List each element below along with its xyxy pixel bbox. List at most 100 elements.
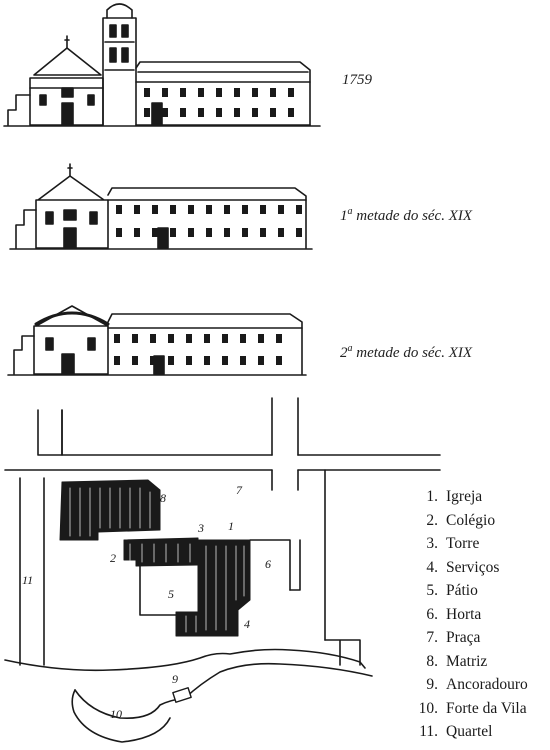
facade-window <box>278 228 284 237</box>
facade-window <box>134 228 140 237</box>
legend-item: 4. Serviços <box>410 556 528 580</box>
facade-window <box>206 228 212 237</box>
facade-window <box>278 205 284 214</box>
facade-window <box>260 228 266 237</box>
plan-label-7: 7 <box>236 483 243 497</box>
facade-window <box>152 205 158 214</box>
legend-item: 8. Matriz <box>410 650 528 674</box>
elevation-second-half-19th <box>7 305 307 376</box>
legend-label: Matriz <box>446 652 488 670</box>
caption-text: metade do séc. XIX <box>356 345 473 361</box>
legend-label: Igreja <box>446 488 483 505</box>
facade-window <box>132 356 138 365</box>
facade-window <box>240 334 246 343</box>
facade-window <box>180 108 186 117</box>
legend-item: 11.Quartel <box>410 720 528 744</box>
facade-window <box>242 205 248 214</box>
facade-window <box>276 334 282 343</box>
legend-number: 7. <box>426 629 438 646</box>
legend-label: Pátio <box>446 582 478 599</box>
facade-window <box>216 108 222 117</box>
facade-window <box>152 228 158 237</box>
facade-window <box>168 356 174 365</box>
caption-text: 1759 <box>342 72 372 88</box>
colegio-block <box>123 537 199 567</box>
caption-ordinal: 2 <box>340 345 348 361</box>
facade-window <box>150 334 156 343</box>
facade-window <box>162 88 168 97</box>
facade-window <box>296 228 302 237</box>
facade-window <box>162 108 168 117</box>
facade-window <box>276 356 282 365</box>
legend-number: 11. <box>419 723 438 740</box>
facade-window <box>240 356 246 365</box>
legend-item: 9.Ancoradouro <box>410 673 527 697</box>
caption-ordinal: 1 <box>340 208 348 224</box>
plan-label-2: 2 <box>110 551 116 565</box>
facade-window <box>260 205 266 214</box>
plan-label-5: 5 <box>168 587 174 601</box>
facade-window <box>296 205 302 214</box>
facade-window <box>288 88 294 97</box>
facade-window <box>222 356 228 365</box>
plan-label-1: 1 <box>228 519 234 533</box>
caption-text: metade do séc. XIX <box>356 208 473 224</box>
legend-label: Praça <box>446 629 481 646</box>
legend-number: 9. <box>426 676 438 693</box>
facade-window <box>270 88 276 97</box>
caption-first-half-19th: 1a metade do séc. XIX <box>340 206 472 225</box>
facade-window <box>224 205 230 214</box>
legend-item: 6.Horta <box>410 603 528 627</box>
legend-number: 8. <box>426 652 438 670</box>
elevation-1759 <box>3 3 321 127</box>
facade-window <box>222 334 228 343</box>
facade-window <box>186 356 192 365</box>
facade-window <box>252 88 258 97</box>
caption-superscript: a <box>347 343 353 354</box>
facade-window <box>206 205 212 214</box>
legend-item: 5.Pátio <box>410 579 528 603</box>
facade-window <box>270 108 276 117</box>
legend-number: 6. <box>426 605 438 623</box>
facade-window <box>234 108 240 117</box>
ancoradouro-structure <box>172 687 192 703</box>
legend-label: Serviços <box>446 558 500 576</box>
plan-label-10: 10 <box>110 707 122 721</box>
legend-number: 3. <box>426 535 438 552</box>
facade-window <box>168 334 174 343</box>
facade-window <box>188 228 194 237</box>
plan-label-3: 3 <box>197 521 204 535</box>
legend-item: 10. Forte da Vila <box>410 697 528 721</box>
facade-window <box>134 205 140 214</box>
legend-label: Torre <box>446 535 480 552</box>
facade-window <box>252 108 258 117</box>
facade-window <box>204 334 210 343</box>
legend-item: 1. Igreja <box>410 485 528 509</box>
caption-1759: 1759 <box>342 72 372 89</box>
plan-label-8: 8 <box>160 491 166 505</box>
facade-window <box>258 334 264 343</box>
legend-number: 1. <box>426 488 438 505</box>
facade-window <box>198 88 204 97</box>
legend-label: Forte da Vila <box>446 699 527 717</box>
facade-window <box>188 205 194 214</box>
plan-label-11: 11 <box>22 573 33 587</box>
facade-window <box>144 88 150 97</box>
legend-item: 7. Praça <box>410 626 528 650</box>
legend-label: Colégio <box>446 511 496 529</box>
facade-window <box>116 205 122 214</box>
legend-number: 10. <box>418 699 438 717</box>
facade-window <box>150 356 156 365</box>
facade-window <box>186 334 192 343</box>
facade-window <box>114 356 120 365</box>
facade-window <box>234 88 240 97</box>
facade-window <box>258 356 264 365</box>
facade-window <box>116 228 122 237</box>
elevation-first-half-19th <box>9 163 313 250</box>
legend-number: 4. <box>426 558 438 576</box>
facade-window <box>144 108 150 117</box>
facade-window <box>170 205 176 214</box>
plan-label-4: 4 <box>244 617 250 631</box>
legend-number: 2. <box>426 511 438 529</box>
